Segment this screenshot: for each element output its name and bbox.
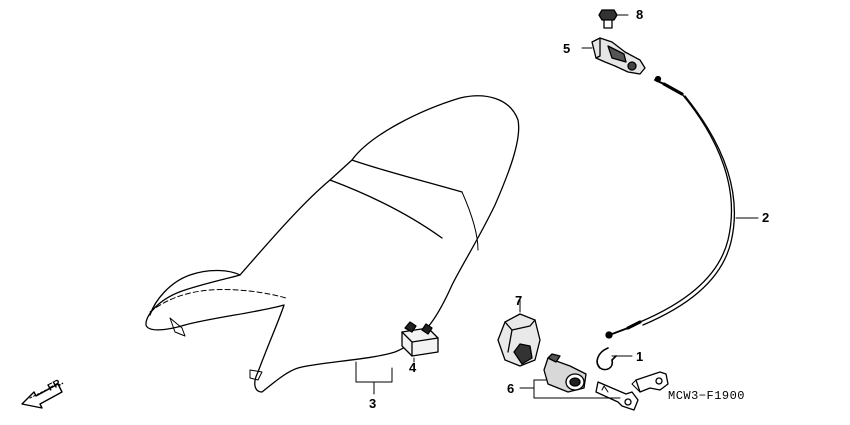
key-icon <box>631 371 669 393</box>
leader-3 <box>355 361 393 395</box>
leader-6 <box>519 379 621 399</box>
seat-lock-cable <box>605 75 759 339</box>
lock-cover <box>497 297 541 367</box>
diagram-code: MCW3−F1900 <box>668 389 746 403</box>
callout-8: 8 <box>636 7 644 22</box>
callout-5: 5 <box>563 41 571 56</box>
callout-4: 4 <box>409 360 417 375</box>
callout-3: 3 <box>369 396 377 411</box>
clip <box>596 347 633 371</box>
seat-lock-bracket <box>581 37 646 75</box>
key-cylinder <box>543 353 587 393</box>
callout-6: 6 <box>507 381 515 396</box>
key-icon <box>595 381 639 411</box>
seat <box>145 95 520 393</box>
seat-cushion-rubber <box>401 321 439 357</box>
bolt-icon <box>598 9 629 29</box>
callout-2: 2 <box>762 210 770 225</box>
front-direction-arrow-icon <box>21 383 63 409</box>
callout-7: 7 <box>515 293 523 308</box>
callout-1: 1 <box>636 349 644 364</box>
